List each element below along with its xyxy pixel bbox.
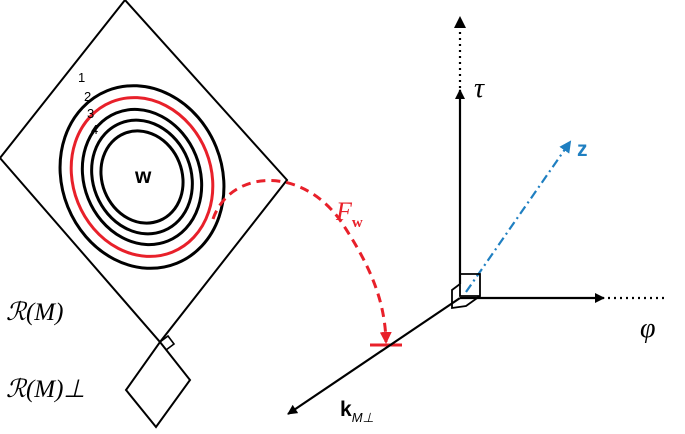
map-label: Fw [335, 197, 363, 231]
phi-label: φ [640, 313, 656, 344]
contour-3 [80, 107, 204, 247]
k-axis [287, 297, 461, 415]
contour-4 [90, 118, 194, 236]
contour-label-3: 3 [87, 106, 94, 121]
range-perp-label: ℛ(M)⊥ [6, 376, 85, 403]
z-label: z [577, 138, 588, 161]
k-label-sub: M⊥ [352, 410, 374, 425]
tau-axis-tip [454, 16, 466, 28]
k-label-main: k [340, 398, 352, 421]
contour-1 [58, 84, 226, 270]
contour-label-2: 2 [84, 89, 91, 104]
k-label: kM⊥ [340, 398, 374, 425]
contour-2 [69, 96, 215, 258]
map-label-sub: w [352, 215, 363, 231]
contour-label-1: 1 [78, 70, 85, 85]
contour-label-4: 4 [91, 122, 98, 137]
z-axis [465, 140, 572, 293]
range-perp-plane [124, 340, 192, 429]
contour-lines [58, 84, 226, 270]
mapping-arc [211, 179, 392, 344]
tau-label: τ [474, 73, 485, 104]
contour-5 [99, 129, 185, 225]
center-label-w: w [134, 165, 152, 188]
origin-cube-edge [451, 283, 481, 310]
range-label: ℛ(M) [6, 299, 63, 326]
coordinate-axes [287, 16, 668, 415]
map-label-main: F [335, 197, 353, 226]
right-angle-marker [159, 334, 176, 351]
